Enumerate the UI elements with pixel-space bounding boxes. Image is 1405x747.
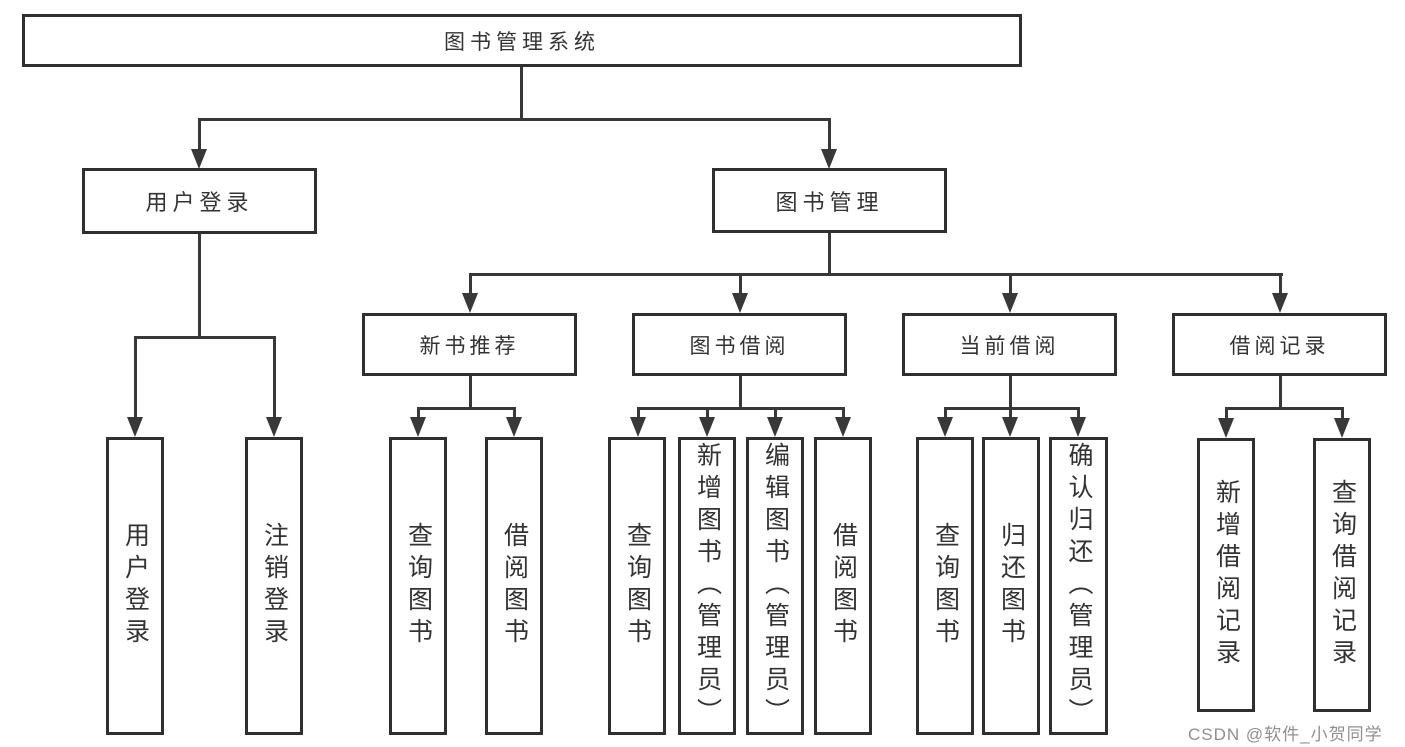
leaf-label: 查询图书 — [623, 522, 652, 650]
connector-line — [273, 336, 276, 419]
node-label: 当前借阅 — [959, 334, 1060, 358]
arrow-down-icon — [1002, 293, 1018, 313]
arrow-down-icon — [1272, 293, 1288, 313]
leaf-query-books-1: 查询图书 — [389, 437, 447, 735]
leaf-label: 编辑图书（管理员） — [761, 442, 790, 730]
leaf-label: 查询图书 — [404, 522, 433, 650]
arrow-down-icon — [937, 417, 953, 437]
connector-line — [1009, 407, 1012, 419]
leaf-label: 注销登录 — [260, 522, 289, 650]
node-label: 图书管理 — [775, 189, 884, 215]
connector-line — [1077, 407, 1080, 419]
node-label: 借阅记录 — [1229, 334, 1330, 358]
connector-userlogin-stem — [198, 234, 201, 339]
connector-stem — [739, 375, 742, 410]
leaf-confirm-return-admin: 确认归还（管理员） — [1049, 437, 1108, 735]
connector-branch-level1 — [198, 118, 831, 121]
leaf-label: 借阅图书 — [829, 522, 858, 650]
leaf-borrow-books-1: 借阅图书 — [485, 437, 543, 735]
node-new-book-recommend: 新书推荐 — [362, 313, 577, 376]
connector-branch-userlogin — [134, 336, 276, 339]
node-label: 图书借阅 — [689, 334, 790, 358]
arrow-down-icon — [1334, 418, 1350, 438]
leaf-user-login: 用户登录 — [106, 437, 164, 735]
arrow-down-icon — [410, 417, 426, 437]
arrow-down-icon — [506, 417, 522, 437]
connector-line — [469, 273, 472, 295]
connector-stem — [1009, 375, 1012, 410]
connector-line — [1225, 407, 1228, 420]
arrow-down-icon — [821, 149, 837, 169]
node-label: 新书推荐 — [419, 334, 520, 358]
connector-line — [828, 118, 831, 151]
connector-line — [198, 118, 201, 151]
leaf-borrow-books-2: 借阅图书 — [814, 437, 872, 735]
connector-bookmgmt-stem — [828, 233, 831, 275]
leaf-add-borrow-record: 新增借阅记录 — [1197, 438, 1255, 712]
connector-line — [417, 407, 420, 419]
connector-line — [134, 336, 137, 419]
connector-line — [1341, 407, 1344, 420]
leaf-label: 查询借阅记录 — [1328, 479, 1357, 671]
connector-line — [513, 407, 516, 419]
connector-branch-currentborrow — [944, 407, 1080, 410]
connector-line — [1279, 273, 1282, 295]
arrow-down-icon — [835, 417, 851, 437]
connector-line — [774, 407, 777, 419]
arrow-down-icon — [1002, 417, 1018, 437]
leaf-label: 归还图书 — [997, 522, 1026, 650]
leaf-query-books-3: 查询图书 — [916, 437, 974, 735]
connector-branch-newbook — [417, 407, 516, 410]
arrow-down-icon — [127, 417, 143, 437]
leaf-logout: 注销登录 — [245, 437, 303, 735]
arrow-down-icon — [1070, 417, 1086, 437]
arrow-down-icon — [191, 149, 207, 169]
connector-line — [944, 407, 947, 419]
watermark: CSDN @软件_小贺同学 — [1188, 725, 1383, 744]
node-book-management: 图书管理 — [712, 168, 947, 233]
node-book-borrow: 图书借阅 — [632, 313, 847, 376]
node-borrow-records: 借阅记录 — [1172, 313, 1387, 376]
leaf-label: 确认归还（管理员） — [1065, 442, 1093, 730]
leaf-edit-books-admin: 编辑图书（管理员） — [746, 437, 804, 735]
arrow-down-icon — [767, 417, 783, 437]
arrow-down-icon — [732, 293, 748, 313]
leaf-query-borrow-record: 查询借阅记录 — [1313, 438, 1371, 712]
connector-root-stem — [520, 67, 523, 120]
connector-line — [842, 407, 845, 419]
leaf-label: 新增借阅记录 — [1212, 479, 1241, 671]
node-user-login: 用户登录 — [82, 168, 317, 234]
leaf-label: 新增图书（管理员） — [693, 442, 722, 730]
arrow-down-icon — [699, 417, 715, 437]
leaf-return-books: 归还图书 — [982, 437, 1040, 735]
arrow-down-icon — [1218, 418, 1234, 438]
node-current-borrow: 当前借阅 — [902, 313, 1117, 376]
connector-stem — [469, 375, 472, 410]
leaf-add-books-admin: 新增图书（管理员） — [678, 437, 736, 735]
connector-branch-bookborrow — [637, 407, 845, 410]
connector-line — [1009, 273, 1012, 295]
connector-branch-level3 — [469, 273, 1283, 276]
connector-stem — [1279, 375, 1282, 410]
leaf-label: 借阅图书 — [500, 522, 529, 650]
leaf-label: 查询图书 — [931, 522, 960, 650]
connector-line — [706, 407, 709, 419]
node-label: 图书管理系统 — [444, 30, 600, 54]
connector-line — [637, 407, 640, 419]
arrow-down-icon — [630, 417, 646, 437]
leaf-query-books-2: 查询图书 — [608, 437, 666, 735]
connector-branch-borrowrecords — [1225, 407, 1344, 410]
arrow-down-icon — [462, 293, 478, 313]
arrow-down-icon — [266, 417, 282, 437]
connector-line — [739, 273, 742, 295]
leaf-label: 用户登录 — [121, 522, 150, 650]
node-root-system: 图书管理系统 — [22, 14, 1022, 67]
node-label: 用户登录 — [145, 190, 254, 215]
